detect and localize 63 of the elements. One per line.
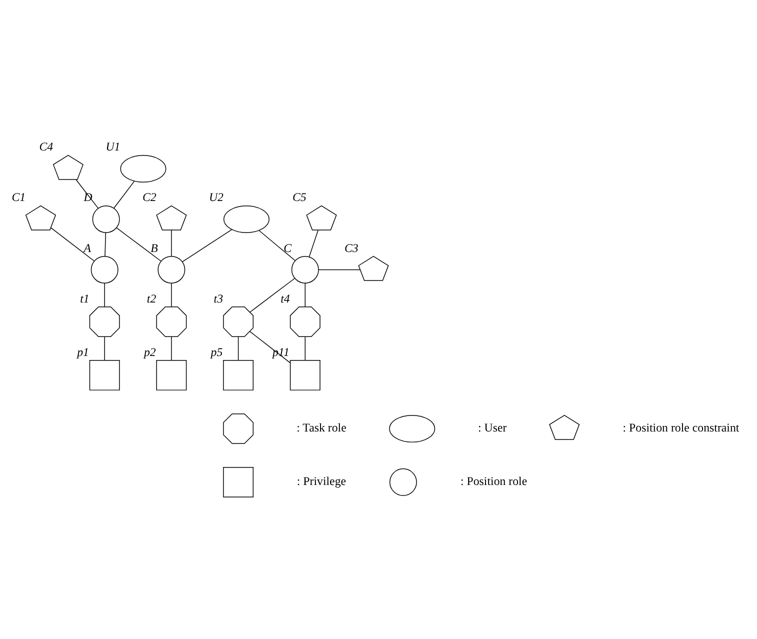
node-circle [92, 205, 120, 233]
node-pentagon [25, 205, 56, 230]
legend-label: : User [478, 420, 507, 435]
connector [318, 269, 360, 270]
node-label: p2 [144, 344, 156, 359]
legend-label: : Position role [460, 474, 528, 488]
node-circle [158, 256, 186, 284]
node-label: C1 [12, 190, 26, 204]
node-box [223, 360, 254, 390]
node-circle [389, 468, 417, 496]
node-pentagon [306, 205, 337, 230]
connector [104, 282, 105, 307]
node-label: U1 [106, 140, 120, 154]
node-label: A [84, 240, 92, 255]
node-circle [291, 256, 319, 284]
connector [258, 230, 296, 262]
node-octagon [290, 306, 320, 337]
connector [182, 229, 232, 262]
node-pentagon [549, 414, 580, 440]
node-label: U2 [208, 190, 224, 204]
legend-label: : Privilege [296, 474, 346, 488]
node-octagon [156, 306, 187, 337]
legend-label: : Position role constraint [622, 420, 740, 435]
connector [50, 227, 95, 262]
connector [304, 336, 306, 361]
connector [171, 336, 172, 361]
node-octagon [223, 413, 254, 444]
node-octagon [223, 306, 254, 337]
node-label: t1 [80, 291, 90, 306]
connector [116, 227, 162, 262]
connector [104, 232, 106, 257]
node-label: t4 [280, 291, 290, 306]
connector [250, 278, 296, 312]
node-box [156, 360, 187, 390]
node-pentagon [52, 154, 84, 180]
node-pentagon [156, 205, 187, 230]
connector [171, 282, 172, 307]
legend-label: : Task role [296, 420, 346, 435]
node-label: t3 [214, 291, 224, 306]
node-box [223, 466, 254, 498]
node-circle [90, 256, 118, 284]
node-label: C [284, 240, 292, 255]
node-label: p1 [77, 344, 89, 359]
node-octagon [89, 306, 120, 337]
node-label: C3 [344, 240, 358, 255]
node-ellipse [389, 414, 436, 442]
connector [238, 336, 239, 361]
connector [304, 282, 306, 307]
node-pentagon [358, 256, 389, 281]
node-label: C2 [142, 190, 156, 204]
node-label: t2 [146, 291, 156, 306]
node-ellipse [223, 205, 270, 233]
node-label: C4 [39, 140, 54, 154]
node-ellipse [120, 154, 166, 182]
connector [171, 230, 172, 256]
node-box [89, 360, 120, 390]
connector [308, 230, 318, 258]
node-label: C5 [292, 190, 306, 204]
node-label: B [150, 240, 158, 255]
connector [104, 336, 105, 361]
connector [113, 180, 135, 209]
node-box [290, 360, 320, 390]
node-label: p5 [210, 344, 223, 359]
